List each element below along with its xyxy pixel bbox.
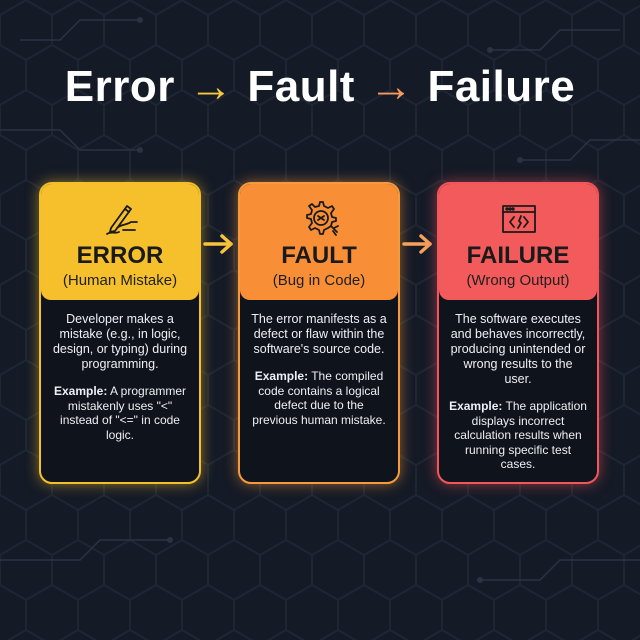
diagram-title: Error → Fault → Failure [0, 62, 640, 112]
title-arrow-icon: → [188, 62, 234, 111]
example-label: Example: [53, 384, 108, 398]
error-card: ERROR (Human Mistake) Developer makes a … [39, 182, 201, 484]
title-arrow-icon: → [368, 62, 414, 111]
failure-card-header: FAILURE (Wrong Output) [439, 184, 597, 300]
title-fault: Fault [247, 62, 355, 111]
arrow-right-icon [402, 234, 432, 254]
broken-code-window-icon [502, 205, 536, 233]
fault-card-title: FAULT [281, 242, 357, 269]
fault-card-description: The error manifests as a defect or flaw … [251, 312, 387, 356]
error-card-body: Developer makes a mistake (e.g., in logi… [41, 300, 199, 442]
title-error: Error [64, 62, 175, 111]
fault-card-body: The error manifests as a defect or flaw … [240, 300, 398, 427]
example-label: Example: [254, 369, 309, 383]
failure-card: FAILURE (Wrong Output) The software exec… [437, 182, 599, 484]
failure-card-description: The software executes and behaves incorr… [450, 312, 586, 386]
failure-card-body: The software executes and behaves incorr… [439, 300, 597, 472]
fault-card: FAULT (Bug in Code) The error manifests … [238, 182, 400, 484]
error-card-title: ERROR [76, 242, 164, 269]
failure-card-title: FAILURE [466, 242, 570, 269]
fault-card-header: FAULT (Bug in Code) [240, 184, 398, 300]
error-card-subtitle: (Human Mistake) [62, 272, 178, 289]
title-failure: Failure [427, 62, 576, 111]
hand-writing-pen-icon [106, 205, 138, 235]
failure-card-example: Example: The application displays incorr… [449, 399, 587, 472]
failure-card-subtitle: (Wrong Output) [466, 272, 570, 289]
fault-card-subtitle: (Bug in Code) [272, 272, 366, 289]
error-card-description: Developer makes a mistake (e.g., in logi… [52, 312, 188, 371]
example-text: A programmer mistakenly uses "<" instead… [60, 384, 187, 442]
fault-card-example: Example: The compiled code contains a lo… [250, 369, 388, 427]
gear-bug-icon [306, 201, 339, 236]
arrow-right-icon [203, 234, 233, 254]
error-card-example: Example: A programmer mistakenly uses "<… [51, 384, 189, 442]
example-label: Example: [449, 399, 503, 413]
error-card-header: ERROR (Human Mistake) [41, 184, 199, 300]
example-text: The application displays incorrect calcu… [454, 399, 587, 471]
example-text: The compiled code contains a logical def… [252, 369, 386, 427]
